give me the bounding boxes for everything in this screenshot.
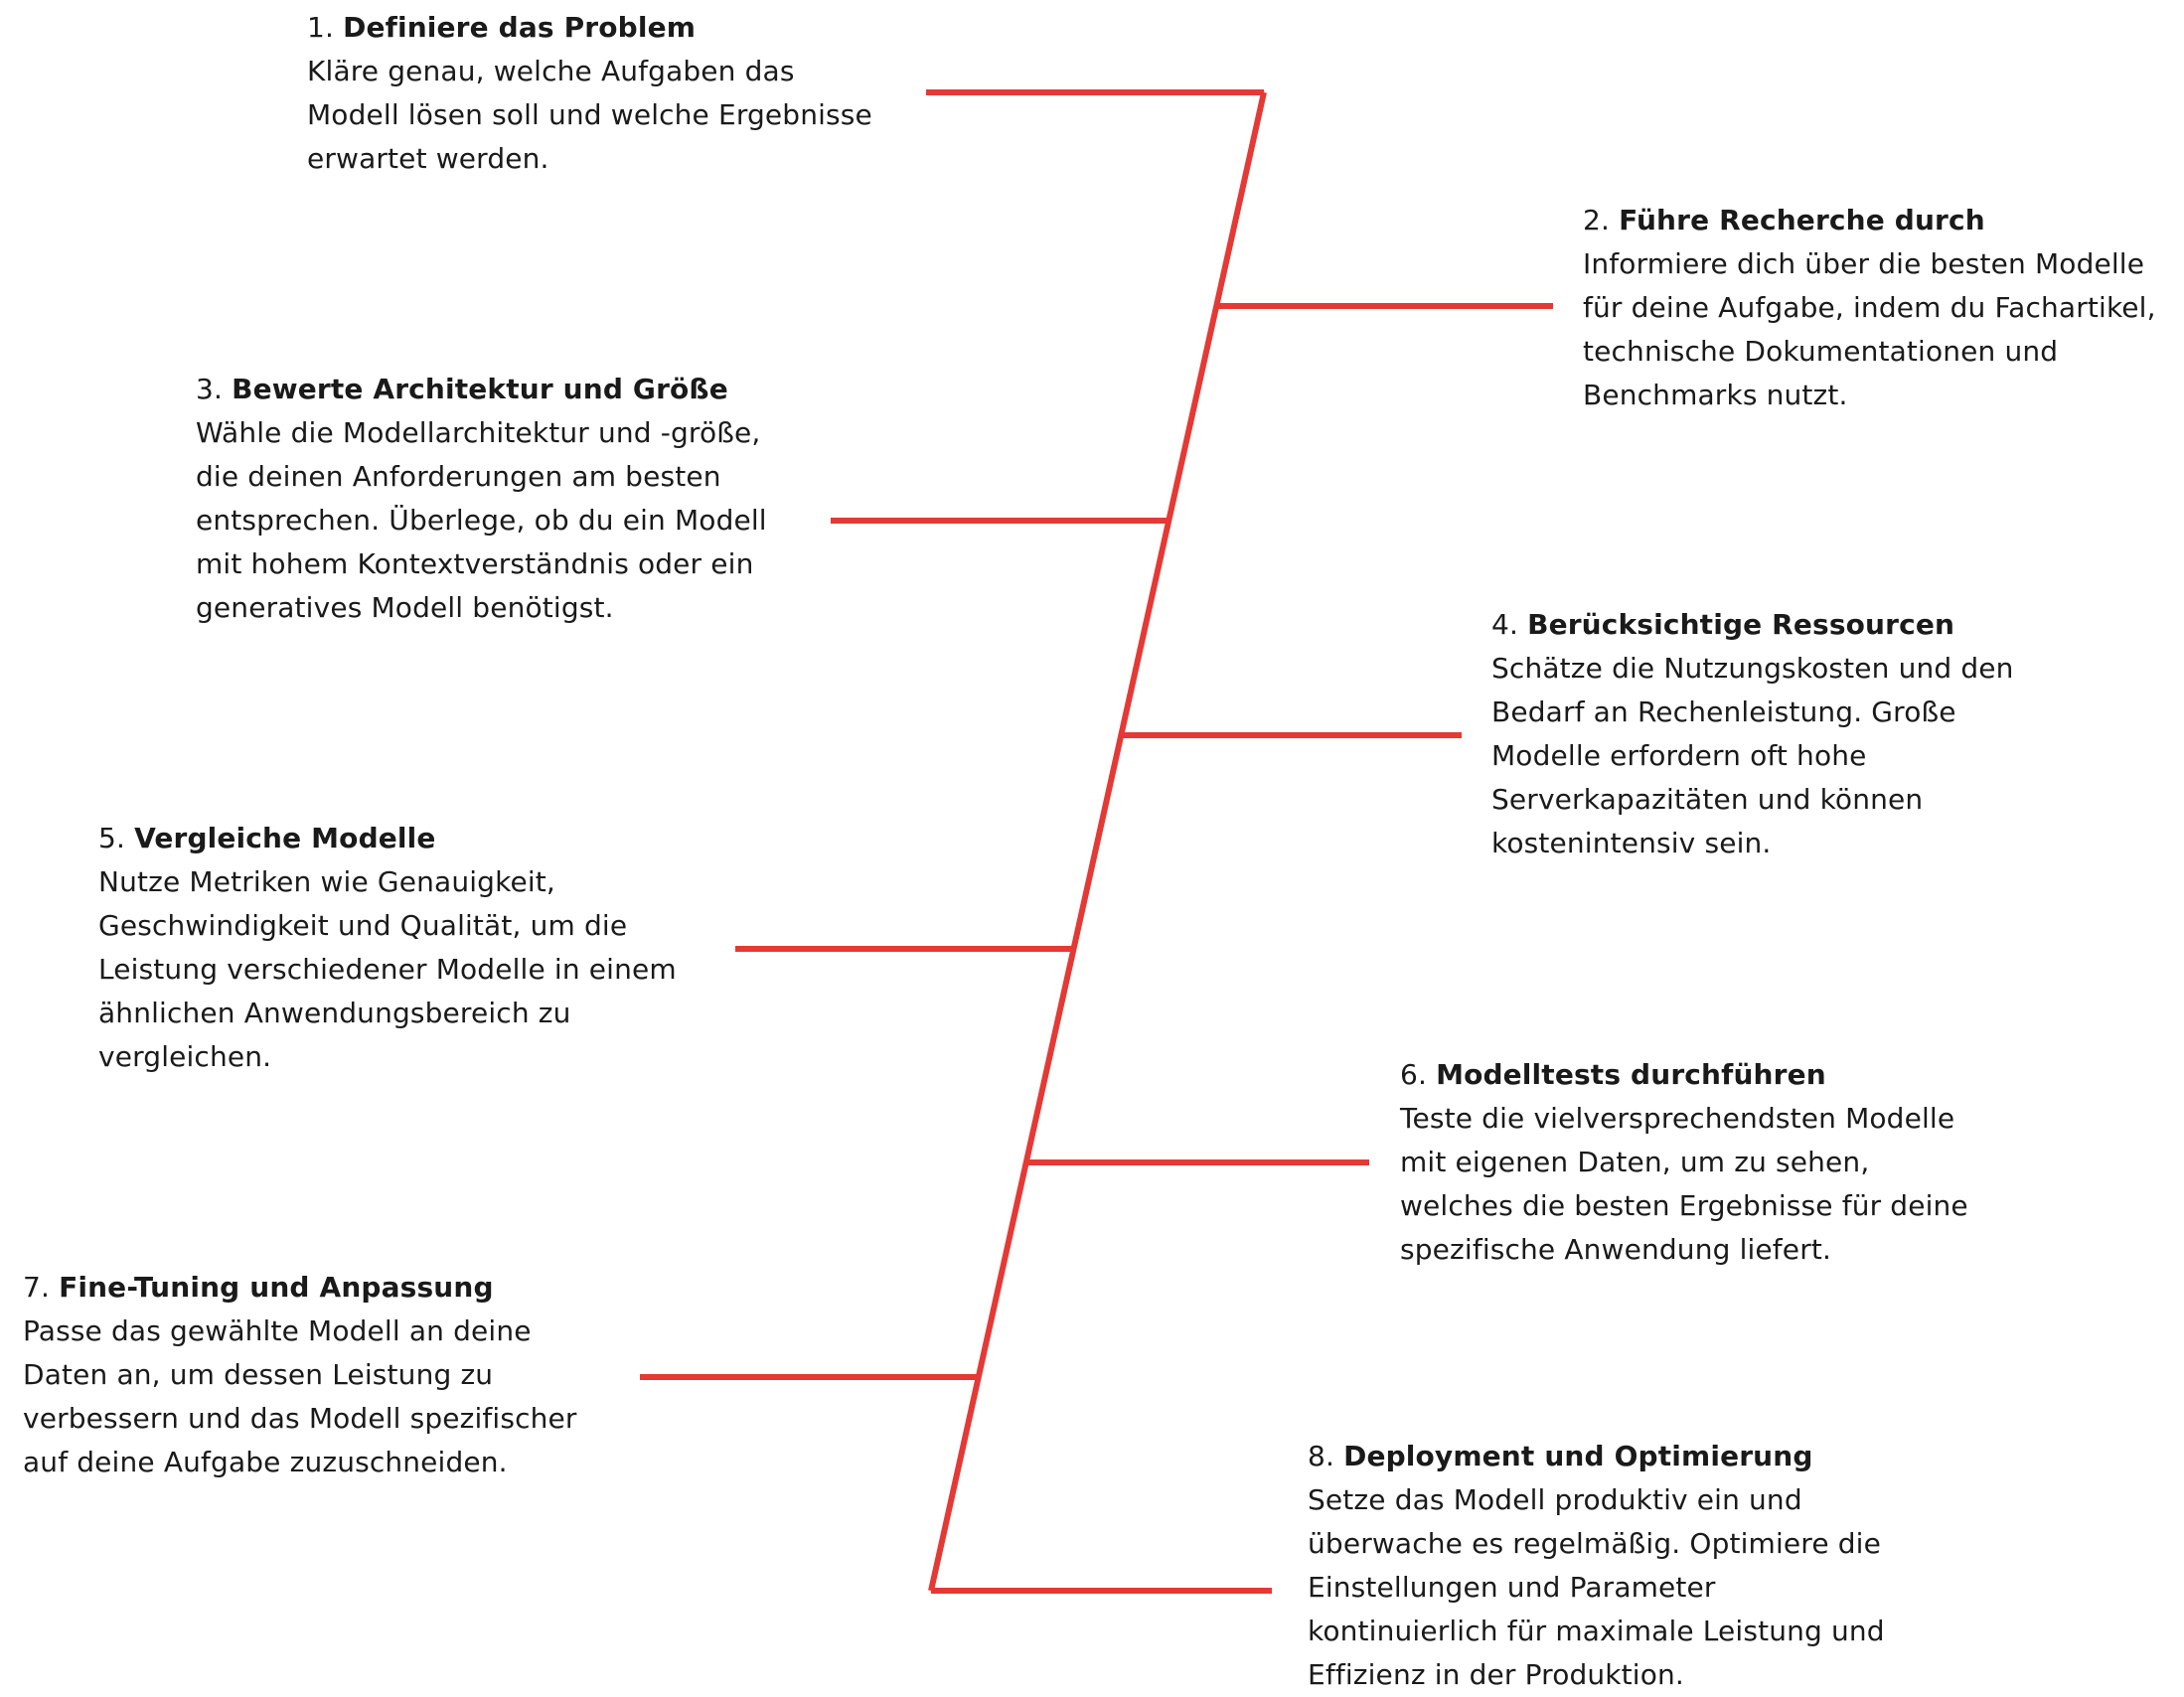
step-4-description: Schätze die Nutzungskosten und den Bedar…: [1491, 652, 2014, 859]
step-6: 6. Modelltests durchführen Teste die vie…: [1400, 1053, 1968, 1272]
step-3-number: 3.: [196, 373, 224, 405]
step-6-heading: Modelltests durchführen: [1436, 1058, 1826, 1091]
step-2-number: 2.: [1583, 204, 1611, 236]
step-7-heading: Fine-Tuning und Anpassung: [59, 1271, 494, 1304]
timeline-spine-line: [928, 91, 1267, 1592]
step-8-number: 8.: [1308, 1440, 1335, 1472]
step-8-title: 8. Deployment und Optimierung: [1308, 1435, 1885, 1478]
step-8-description: Setze das Modell produktiv ein und überw…: [1308, 1483, 1885, 1691]
step-8-heading: Deployment und Optimierung: [1343, 1440, 1813, 1472]
step-3-heading: Bewerte Architektur und Größe: [232, 373, 728, 405]
step-4-number: 4.: [1491, 608, 1519, 641]
step-5-title: 5. Vergleiche Modelle: [98, 817, 677, 860]
step-3: 3. Bewerte Architektur und Größe Wähle d…: [196, 368, 767, 630]
step-4-heading: Berücksichtige Ressourcen: [1527, 608, 1955, 641]
step-5-description: Nutze Metriken wie Genauigkeit, Geschwin…: [98, 865, 677, 1073]
step-1-number: 1.: [307, 11, 335, 44]
step-8: 8. Deployment und Optimierung Setze das …: [1308, 1435, 1885, 1697]
step-7-description: Passe das gewählte Modell an deine Daten…: [23, 1314, 577, 1478]
step-2-title: 2. Führe Recherche durch: [1583, 199, 2156, 242]
step-5-heading: Vergleiche Modelle: [134, 822, 436, 854]
step-1-heading: Definiere das Problem: [343, 11, 697, 44]
step-7: 7. Fine-Tuning und Anpassung Passe das g…: [23, 1266, 577, 1484]
step-7-title: 7. Fine-Tuning und Anpassung: [23, 1266, 577, 1310]
step-1-description: Kläre genau, welche Aufgaben das Modell …: [307, 55, 872, 175]
step-3-description: Wähle die Modellarchitektur und -größe, …: [196, 416, 767, 624]
step-7-number: 7.: [23, 1271, 51, 1304]
step-4: 4. Berücksichtige Ressourcen Schätze die…: [1491, 603, 2014, 865]
step-5: 5. Vergleiche Modelle Nutze Metriken wie…: [98, 817, 677, 1079]
step-1: 1. Definiere das Problem Kläre genau, we…: [307, 6, 872, 181]
step-3-title: 3. Bewerte Architektur und Größe: [196, 368, 767, 411]
step-6-description: Teste die vielversprechendsten Modelle m…: [1400, 1102, 1968, 1266]
step-1-title: 1. Definiere das Problem: [307, 6, 872, 50]
step-6-title: 6. Modelltests durchführen: [1400, 1053, 1968, 1097]
step-2: 2. Führe Recherche durch Informiere dich…: [1583, 199, 2156, 417]
step-5-number: 5.: [98, 822, 126, 854]
step-6-number: 6.: [1400, 1058, 1428, 1091]
step-4-title: 4. Berücksichtige Ressourcen: [1491, 603, 2014, 647]
step-2-description: Informiere dich über die besten Modelle …: [1583, 247, 2156, 411]
step-2-heading: Führe Recherche durch: [1619, 204, 1985, 236]
